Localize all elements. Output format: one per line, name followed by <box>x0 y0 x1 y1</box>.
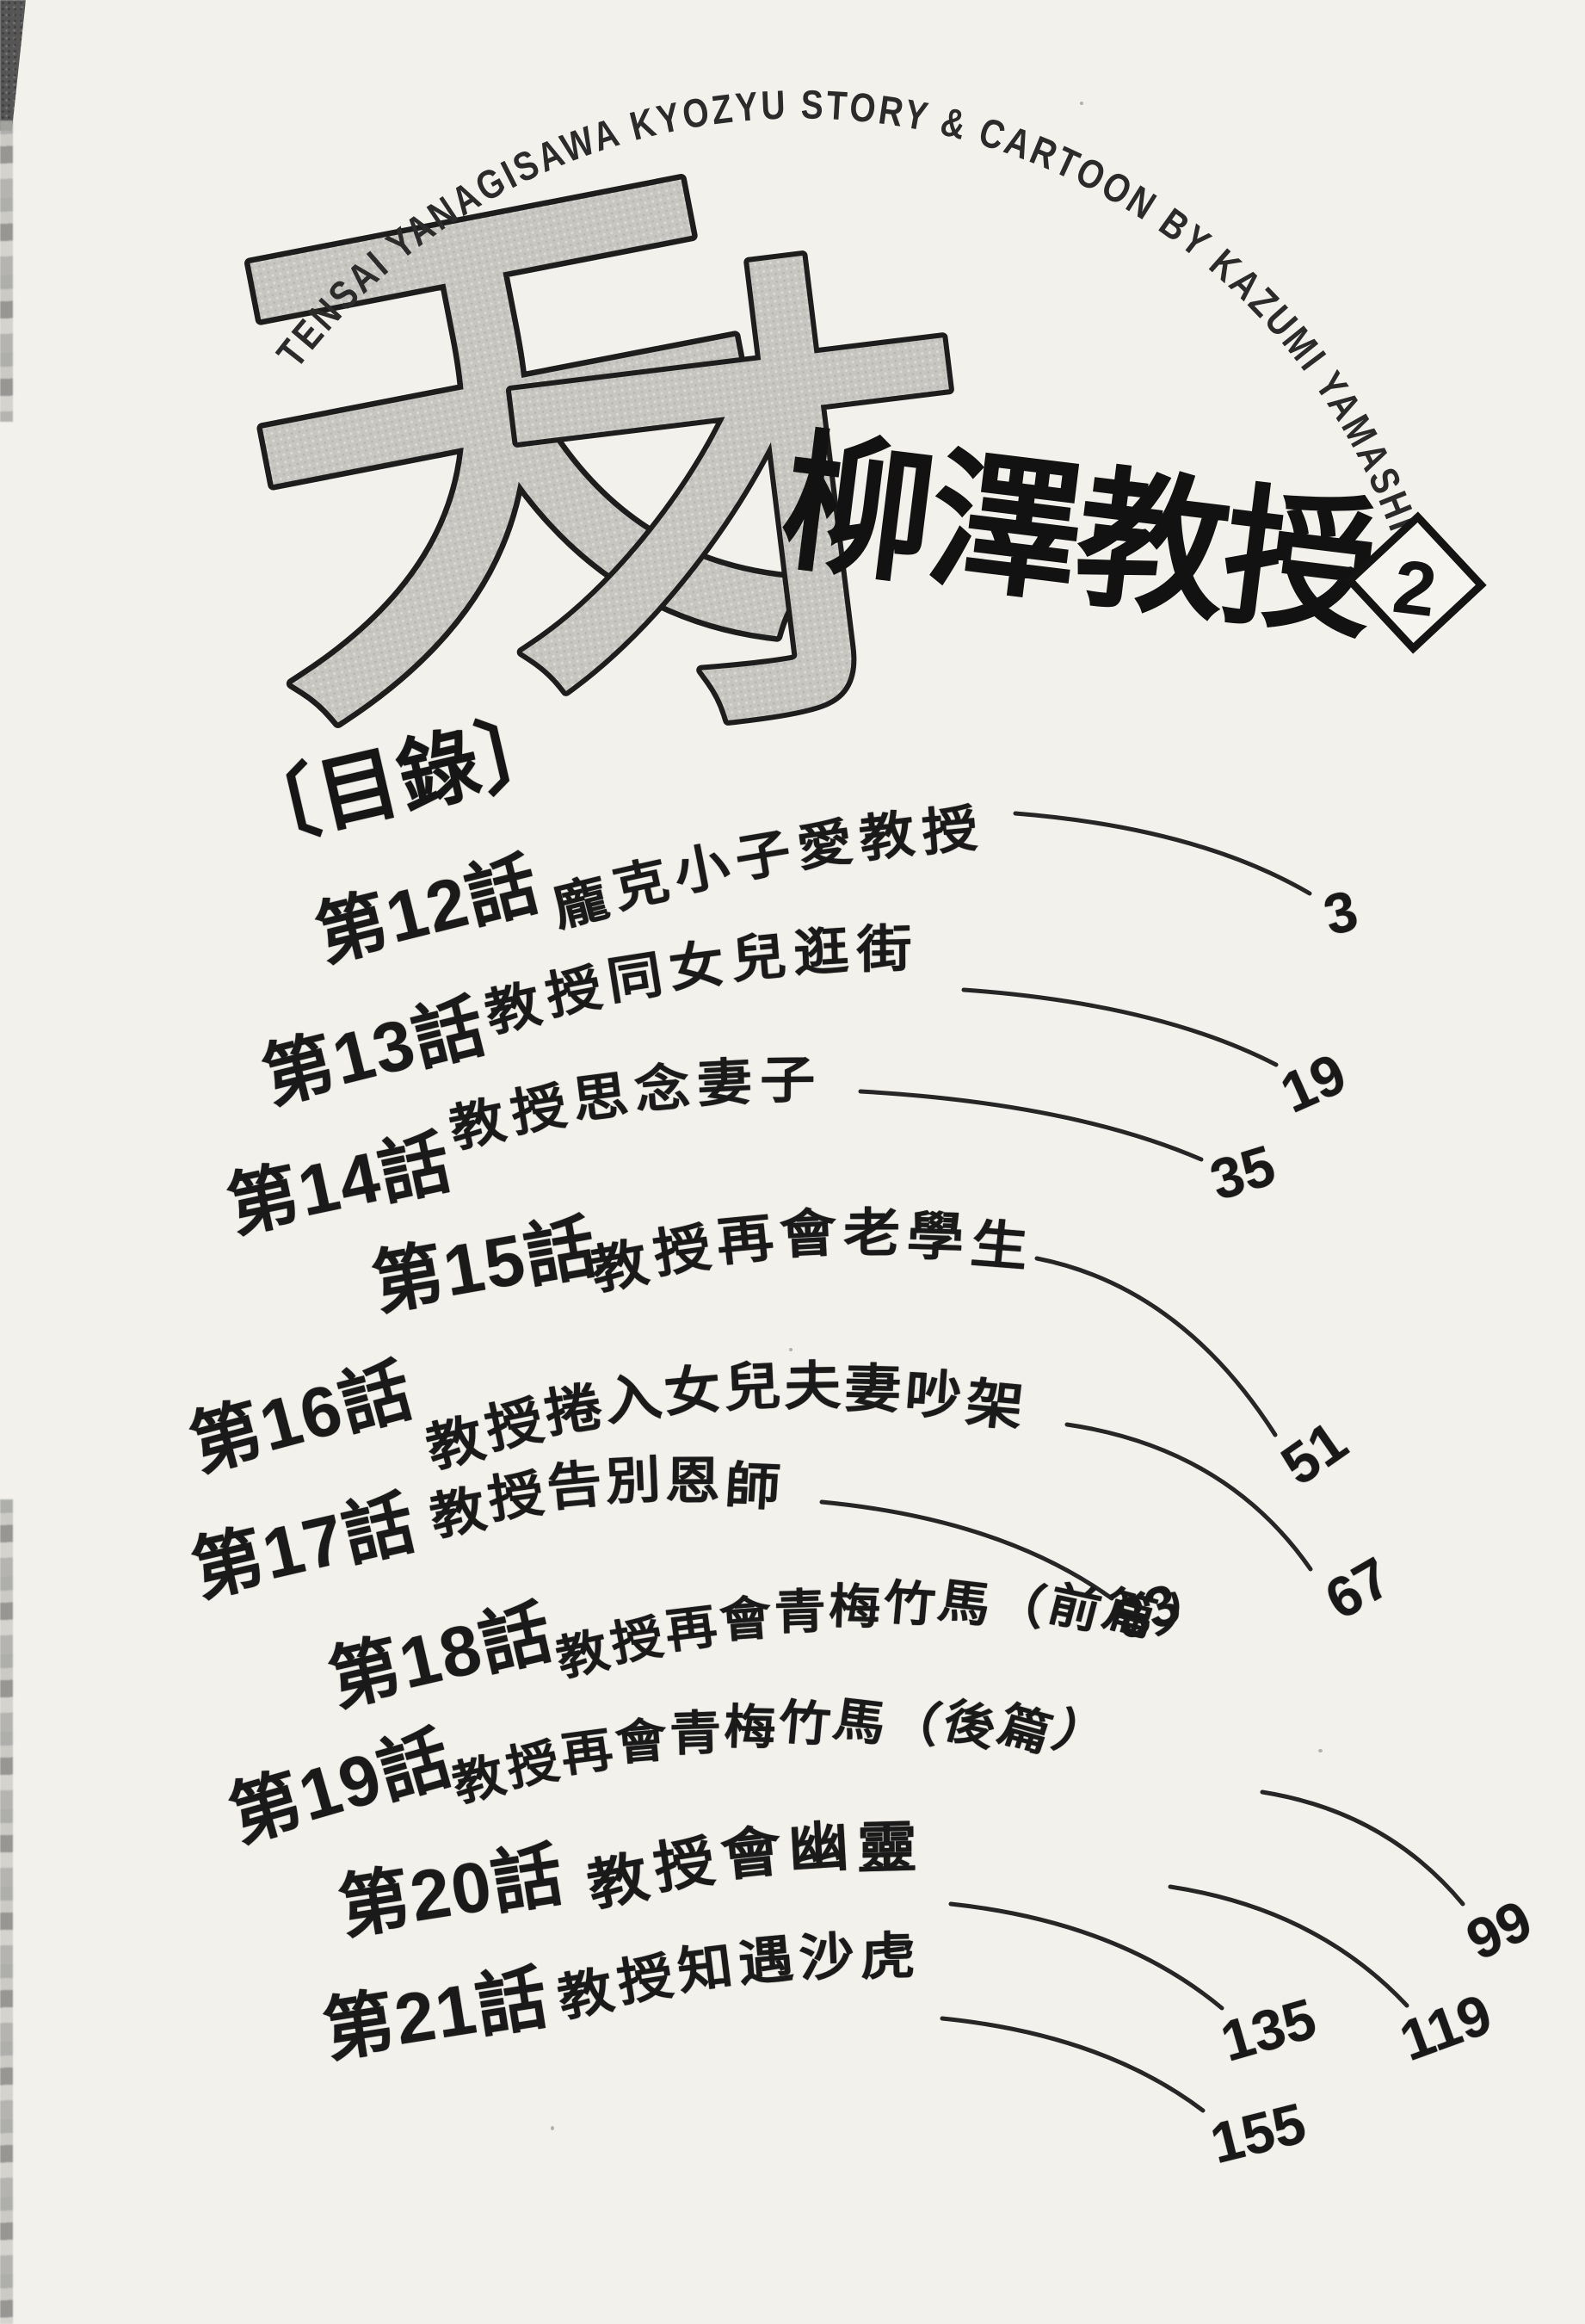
toc-connectors <box>819 811 1465 2113</box>
toc-connector-line <box>940 2016 1206 2113</box>
logo-char-sai: 才 <box>472 214 1015 808</box>
scan-artifact-left-edge <box>0 121 13 422</box>
scan-artifact-left-edge <box>0 1499 13 2324</box>
dust-speck <box>551 2126 554 2130</box>
toc-connector-line <box>1260 1789 1465 1907</box>
toc-connector-line <box>948 1901 1224 2011</box>
toc-connector-line <box>961 987 1279 1067</box>
dust-speck <box>1080 102 1083 105</box>
dust-speck <box>789 1348 792 1351</box>
toc-connector-line <box>1013 811 1312 896</box>
toc-connector-line <box>1034 1256 1278 1437</box>
volume-badge-diamond <box>1344 511 1487 654</box>
logo-char-ten: 天 <box>192 105 830 792</box>
volume-number: 2 <box>1389 543 1441 633</box>
toc-connector-line <box>858 1089 1204 1162</box>
dust-speck <box>1318 1749 1323 1752</box>
toc-connector-line <box>1064 1422 1313 1572</box>
toc-connector-line <box>819 1499 1114 1601</box>
volume-badge: 2 <box>1344 511 1487 654</box>
toc-connector-line <box>1168 1884 1409 2008</box>
